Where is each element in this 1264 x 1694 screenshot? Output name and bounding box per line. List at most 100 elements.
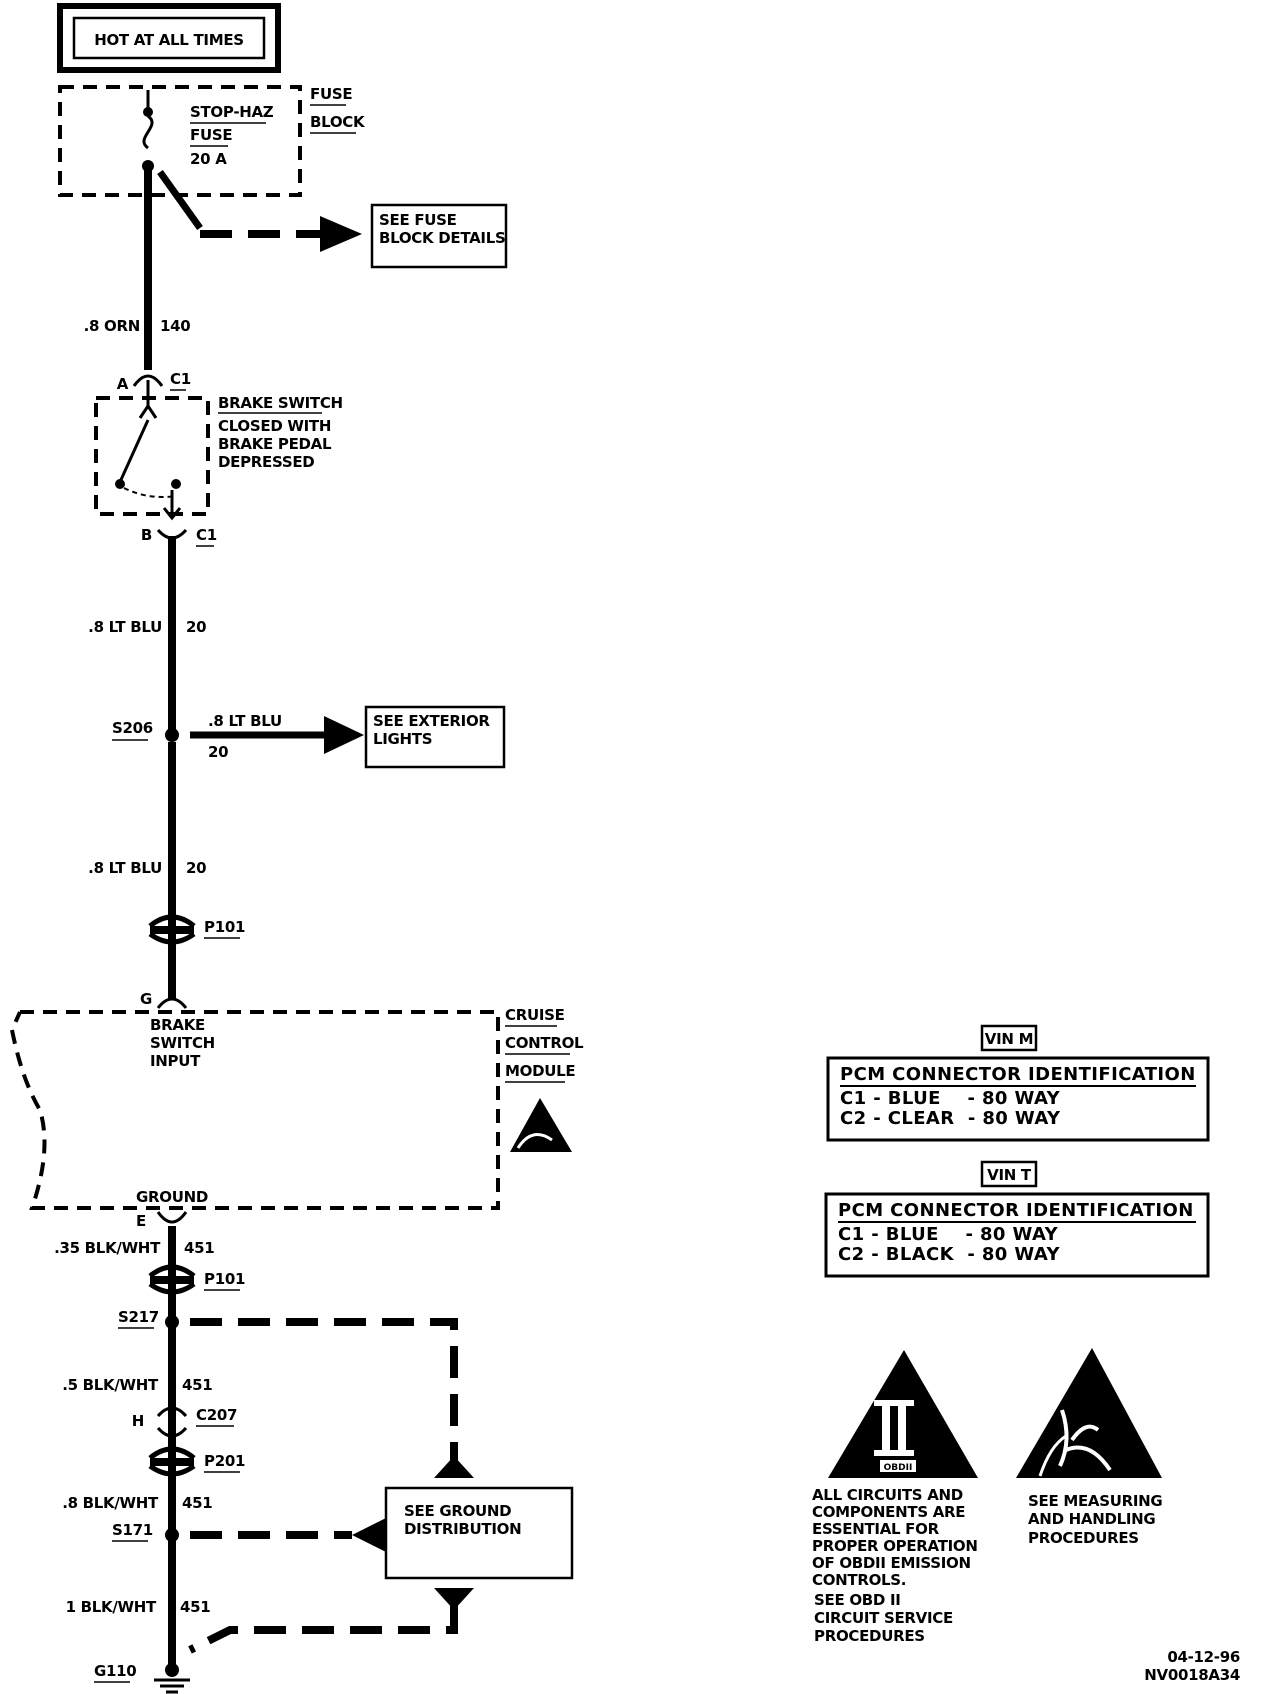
module-input-line1: BRAKE xyxy=(150,1016,205,1034)
arrow-down-icon xyxy=(434,1588,474,1610)
arrow-left-icon xyxy=(352,1518,386,1552)
connector-p101-bottom[interactable]: P101 xyxy=(148,1264,245,1295)
fuse-name-line2: FUSE xyxy=(190,126,232,144)
branch-circuit: 20 xyxy=(208,743,228,761)
connector-c207[interactable]: H C207 xyxy=(132,1406,237,1438)
exterior-lights-reference[interactable]: .8 LT BLU 20 SEE EXTERIOR LIGHTS xyxy=(190,705,506,769)
exterior-lights-line1: SEE EXTERIOR xyxy=(373,712,490,730)
wire-20-upper-gauge: .8 LT BLU xyxy=(88,618,162,636)
brake-switch-pin-b: B xyxy=(141,526,152,544)
wire-20-lower-circuit: 20 xyxy=(186,859,206,877)
brake-switch[interactable]: A C1 B C1 BRAKE SWITCH CLOSED WITH BRAKE… xyxy=(94,370,343,547)
ground-g110: G110 xyxy=(94,1662,190,1694)
power-source-label: HOT AT ALL TIMES xyxy=(57,3,281,73)
fuse-details-line1: SEE FUSE xyxy=(379,211,457,229)
wire-451-w5-gauge: .5 BLK/WHT xyxy=(62,1376,159,1394)
module-title-line1: CRUISE xyxy=(505,1006,565,1024)
arrow-right-icon xyxy=(324,716,364,754)
footer-date: 04-12-96 xyxy=(1167,1648,1240,1666)
esd-line2: AND HANDLING xyxy=(1028,1510,1155,1528)
module-input-line2: SWITCH xyxy=(150,1034,215,1052)
splice-s206-label: S206 xyxy=(112,719,153,737)
vin-m-row1: C1 - BLUE - 80 WAY xyxy=(840,1088,1061,1109)
obd-ref-line3: PROCEDURES xyxy=(814,1627,925,1645)
fuse-icon xyxy=(142,114,154,150)
switch-contact-arrow-icon xyxy=(138,403,158,419)
obd-line6: CONTROLS. xyxy=(812,1571,906,1589)
obd-icon-text: OBDII xyxy=(884,1463,913,1473)
ground-g110-label: G110 xyxy=(94,1662,136,1680)
power-source-text: HOT AT ALL TIMES xyxy=(94,31,244,49)
footer-drawing-id: NV0018A34 xyxy=(1144,1666,1240,1684)
splice-s217-label: S217 xyxy=(118,1308,159,1326)
fuse-block[interactable]: STOP-HAZ FUSE 20 A FUSE BLOCK xyxy=(58,85,366,197)
obd-line2: COMPONENTS ARE xyxy=(812,1503,965,1521)
brake-switch-desc-line2: CLOSED WITH xyxy=(218,417,331,435)
fuse-name-line1: STOP-HAZ xyxy=(190,103,274,121)
vin-t-label: VIN T xyxy=(987,1166,1032,1184)
pcm-connector-id-vin-m: VIN M PCM CONNECTOR IDENTIFICATION C1 - … xyxy=(826,1024,1210,1142)
ground-distribution-line1: SEE GROUND xyxy=(404,1502,511,1520)
fuse-block-title-line1: FUSE xyxy=(310,85,352,103)
connector-p101-top-label: P101 xyxy=(204,918,245,936)
vin-m-title: PCM CONNECTOR IDENTIFICATION xyxy=(840,1064,1196,1085)
brake-switch-desc-line3: BRAKE PEDAL xyxy=(218,435,332,453)
exterior-lights-line2: LIGHTS xyxy=(373,730,432,748)
obd-line1: ALL CIRCUITS AND xyxy=(812,1486,963,1504)
obd-ref-line2: CIRCUIT SERVICE xyxy=(814,1609,953,1627)
arrow-right-icon xyxy=(320,216,362,252)
connector-c207-label: C207 xyxy=(196,1406,237,1424)
brake-switch-pin-a: A xyxy=(117,375,129,393)
wire-451-w6-circuit: 451 xyxy=(182,1494,212,1512)
splice-s171-label: S171 xyxy=(112,1521,153,1539)
cruise-control-module[interactable]: G BRAKE SWITCH INPUT CRUISE CONTROL MODU… xyxy=(9,990,584,1230)
obd-warning-icon: OBDII xyxy=(828,1350,978,1478)
brake-switch-desc-line1: BRAKE SWITCH xyxy=(218,394,343,412)
obd-ref-line1: SEE OBD II xyxy=(814,1591,901,1609)
splice-s206: S206 xyxy=(112,719,179,742)
connector-p201-label: P201 xyxy=(204,1452,245,1470)
wire-451-w5-circuit: 451 xyxy=(182,1376,212,1394)
vin-m-label: VIN M xyxy=(985,1030,1033,1048)
module-title-line2: CONTROL xyxy=(505,1034,584,1052)
wire-451-w7-gauge: 1 BLK/WHT xyxy=(66,1598,157,1616)
obd-line5: OF OBDII EMISSION xyxy=(812,1554,971,1572)
wire-451-w7-circuit: 451 xyxy=(180,1598,210,1616)
wire-20-upper-circuit: 20 xyxy=(186,618,206,636)
branch-gauge: .8 LT BLU xyxy=(208,712,282,730)
wire-451-w6-gauge: .8 BLK/WHT xyxy=(62,1494,159,1512)
pcm-connector-id-vin-t: VIN T PCM CONNECTOR IDENTIFICATION C1 - … xyxy=(824,1160,1210,1278)
module-title-line3: MODULE xyxy=(505,1062,575,1080)
connector-p101-bottom-label: P101 xyxy=(204,1270,245,1288)
splice-s217: S217 xyxy=(118,1308,458,1462)
brake-switch-desc-line4: DEPRESSED xyxy=(218,453,314,471)
fuse-details-line2: BLOCK DETAILS xyxy=(379,229,505,247)
esd-hand-warning-icon xyxy=(1016,1348,1162,1478)
connector-p201[interactable]: P201 xyxy=(148,1446,245,1477)
vin-m-row2: C2 - CLEAR - 80 WAY xyxy=(840,1108,1061,1129)
module-input-line3: INPUT xyxy=(150,1052,201,1070)
wire-20-lower-gauge: .8 LT BLU xyxy=(88,859,162,877)
vin-t-row2: C2 - BLACK - 80 WAY xyxy=(838,1244,1060,1265)
fuse-block-title-line2: BLOCK xyxy=(310,113,366,131)
brake-switch-connector-top: C1 xyxy=(170,370,191,388)
obd-line3: ESSENTIAL FOR xyxy=(812,1520,940,1538)
obd-line4: PROPER OPERATION xyxy=(812,1537,978,1555)
vin-t-row1: C1 - BLUE - 80 WAY xyxy=(838,1224,1059,1245)
connector-c207-pin: H xyxy=(132,1412,144,1430)
vin-t-title: PCM CONNECTOR IDENTIFICATION xyxy=(838,1200,1194,1221)
module-input-pin: G xyxy=(140,990,152,1008)
splice-s171: S171 xyxy=(112,1521,352,1542)
esd-notice: SEE MEASURING AND HANDLING PROCEDURES xyxy=(1016,1348,1163,1547)
esd-line1: SEE MEASURING xyxy=(1028,1492,1162,1510)
obd-notice: OBDII ALL CIRCUITS AND COMPONENTS ARE ES… xyxy=(812,1350,978,1645)
esd-sensitive-icon xyxy=(510,1098,572,1152)
brake-switch-connector-bottom: C1 xyxy=(196,526,217,544)
connector-p101-top[interactable]: P101 xyxy=(148,914,245,945)
fuse-details-reference[interactable]: SEE FUSE BLOCK DETAILS xyxy=(157,169,508,269)
esd-line3: PROCEDURES xyxy=(1028,1529,1139,1547)
module-ground-label: GROUND xyxy=(136,1188,208,1206)
ground-distribution-reference[interactable]: SEE GROUND DISTRIBUTION xyxy=(188,1456,574,1654)
wire-451-w4-gauge: .35 BLK/WHT xyxy=(54,1239,161,1257)
